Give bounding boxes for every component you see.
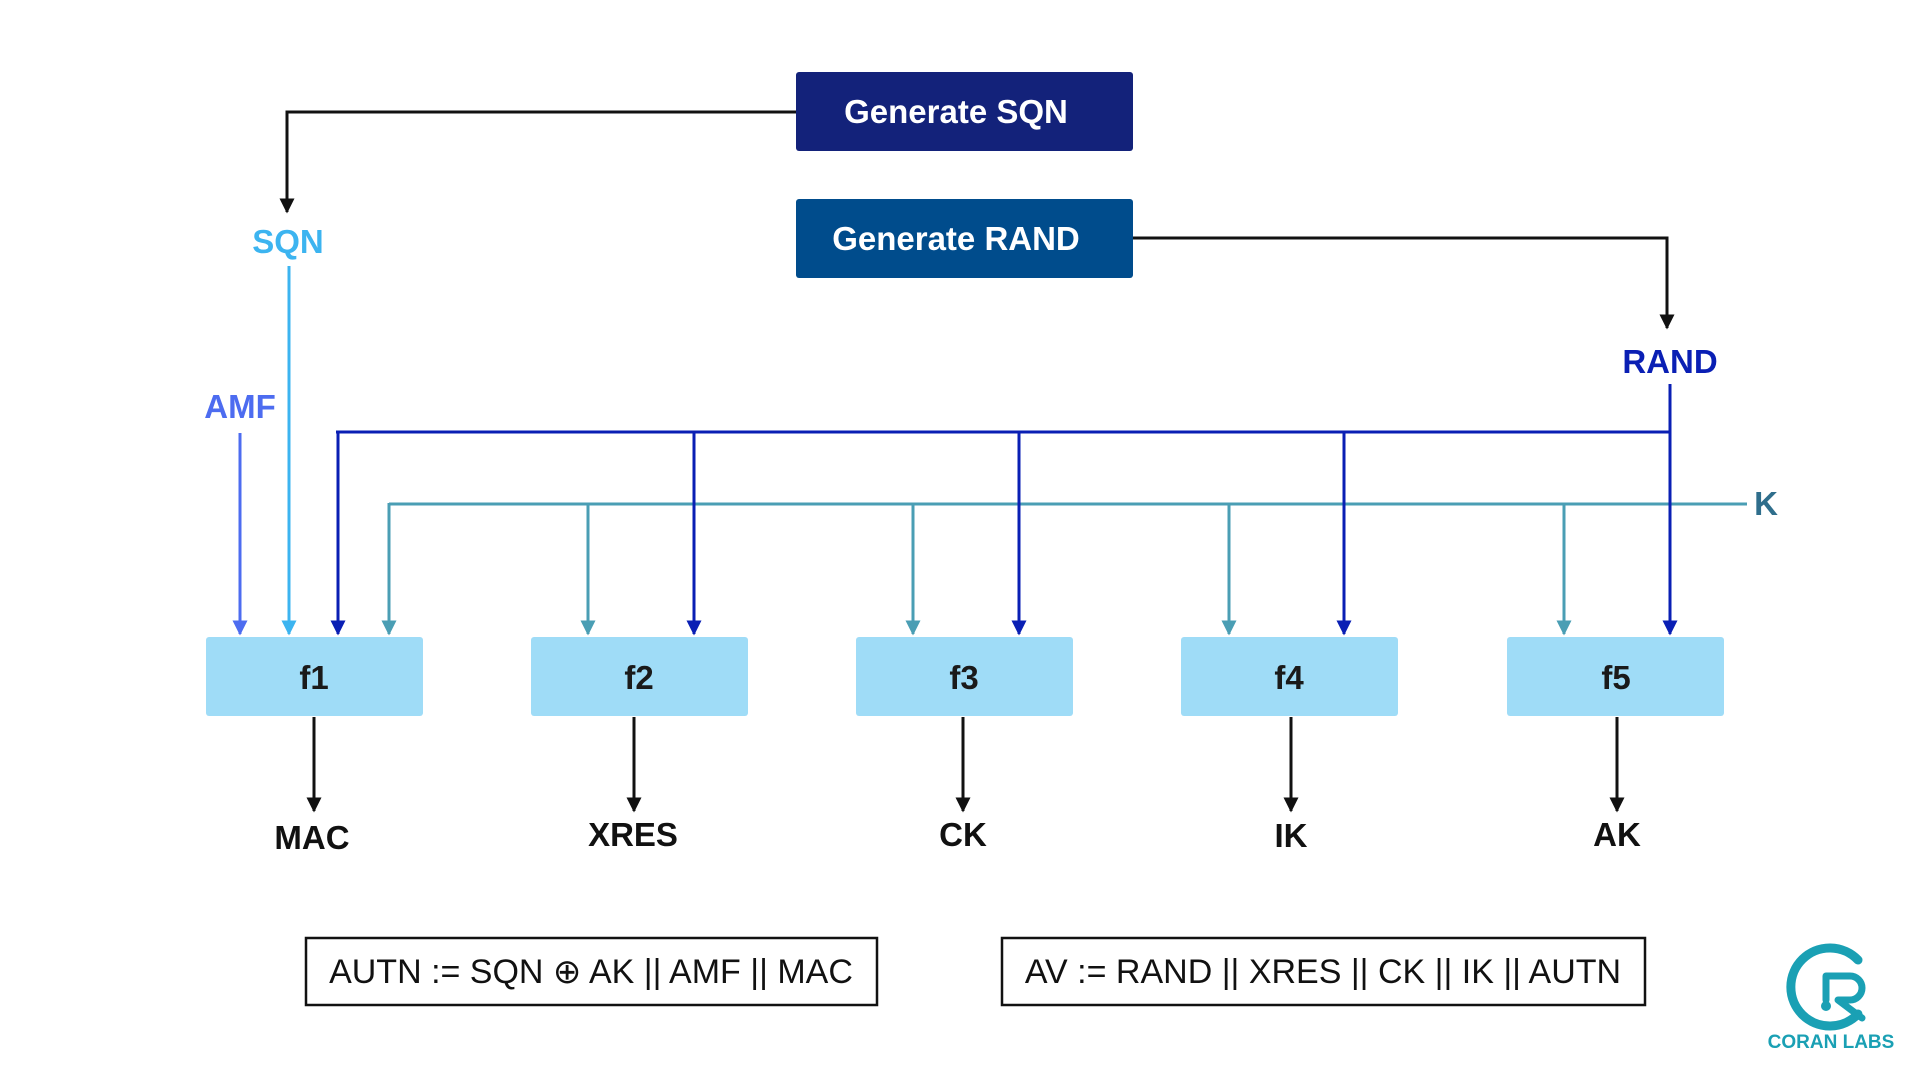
k-drops [381, 503, 1572, 636]
k-label: K [1754, 485, 1778, 522]
function-label: f4 [1274, 659, 1304, 696]
function-box-f1: f1 [206, 637, 423, 716]
autn-formula: AUTN := SQN ⊕ AK || AMF || MAC [329, 953, 853, 991]
function-box-f2: f2 [531, 637, 748, 716]
generate-rand-box: Generate RAND [796, 199, 1133, 278]
function-box-f3: f3 [856, 637, 1073, 716]
coran-labs-logo-mark-icon [1786, 943, 1866, 1031]
function-label: f5 [1601, 659, 1630, 696]
mac-output-label: MAC [274, 819, 349, 856]
autn-formula-box: AUTN := SQN ⊕ AK || AMF || MAC [304, 936, 879, 1007]
rand-label: RAND [1622, 343, 1717, 380]
sqn-label: SQN [252, 223, 324, 260]
generate-sqn-box: Generate SQN [796, 72, 1133, 151]
av-formula: AV := RAND || XRES || CK || IK || AUTN [1025, 953, 1621, 991]
function-label: f2 [624, 659, 653, 696]
coran-labs-logo-text: CORAN LABS [1768, 1032, 1895, 1053]
xres-output-label: XRES [588, 816, 678, 853]
amf-label: AMF [204, 388, 275, 425]
ak-output-label: AK [1593, 816, 1641, 853]
generate-rand-label: Generate RAND [832, 220, 1080, 257]
function-box-f4: f4 [1181, 637, 1398, 716]
output-arrows [306, 717, 1625, 813]
coran-labs-logo: CORAN LABS [1768, 943, 1895, 1053]
function-label: f1 [299, 659, 328, 696]
rand-drops [330, 431, 1678, 636]
sqn-generation-arrow [279, 110, 796, 214]
ck-output-label: CK [939, 816, 987, 853]
ik-output-label: IK [1275, 817, 1308, 854]
function-label: f3 [949, 659, 978, 696]
rand-generation-arrow [1133, 236, 1675, 330]
function-box-f5: f5 [1507, 637, 1724, 716]
generate-sqn-label: Generate SQN [844, 93, 1068, 130]
av-formula-box: AV := RAND || XRES || CK || IK || AUTN [1000, 936, 1647, 1007]
